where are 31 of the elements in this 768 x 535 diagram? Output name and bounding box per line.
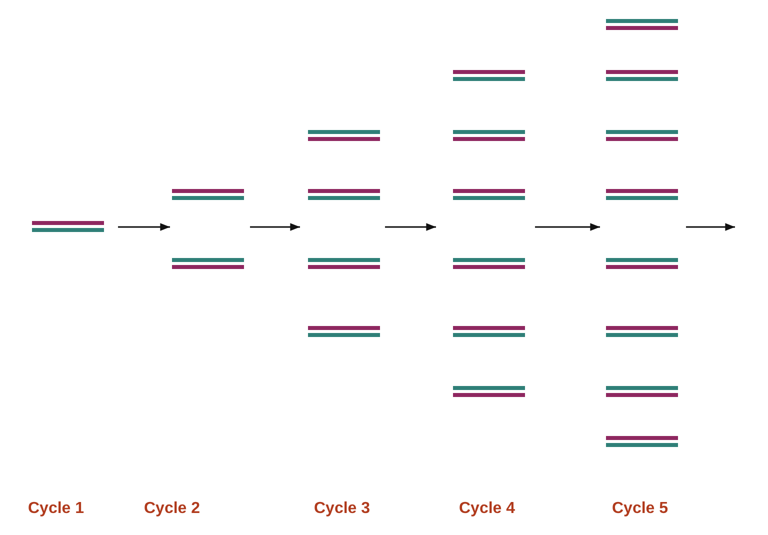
cycle-label: Cycle 4 (459, 500, 516, 518)
cycle-label: Cycle 2 (144, 500, 200, 518)
dna-duplex (606, 70, 678, 82)
dna-duplex (606, 189, 678, 201)
dna-duplex (453, 189, 525, 201)
dna-duplex (308, 189, 380, 201)
dna-duplex (308, 130, 380, 142)
arrow (385, 223, 436, 231)
dna-duplex (606, 258, 678, 270)
dna-duplex (308, 258, 380, 270)
arrow (118, 223, 170, 231)
arrow (250, 223, 300, 231)
arrow (535, 223, 600, 231)
dna-duplex (172, 189, 244, 201)
cycle-label: Cycle 5 (612, 500, 668, 518)
dna-duplex (606, 436, 678, 448)
dna-duplex (606, 386, 678, 398)
dna-duplex (32, 221, 104, 233)
dna-duplex (606, 19, 678, 31)
dna-duplex (453, 326, 525, 338)
cycle-label: Cycle 1 (28, 500, 84, 518)
dna-duplex (606, 326, 678, 338)
dna-duplex (172, 258, 244, 270)
arrow (686, 223, 735, 231)
dna-duplex (453, 258, 525, 270)
dna-duplex (308, 326, 380, 338)
dna-duplex (453, 70, 525, 82)
dna-duplex (453, 130, 525, 142)
dna-duplex (453, 386, 525, 398)
dna-duplex (606, 130, 678, 142)
cycle-label: Cycle 3 (314, 500, 370, 518)
